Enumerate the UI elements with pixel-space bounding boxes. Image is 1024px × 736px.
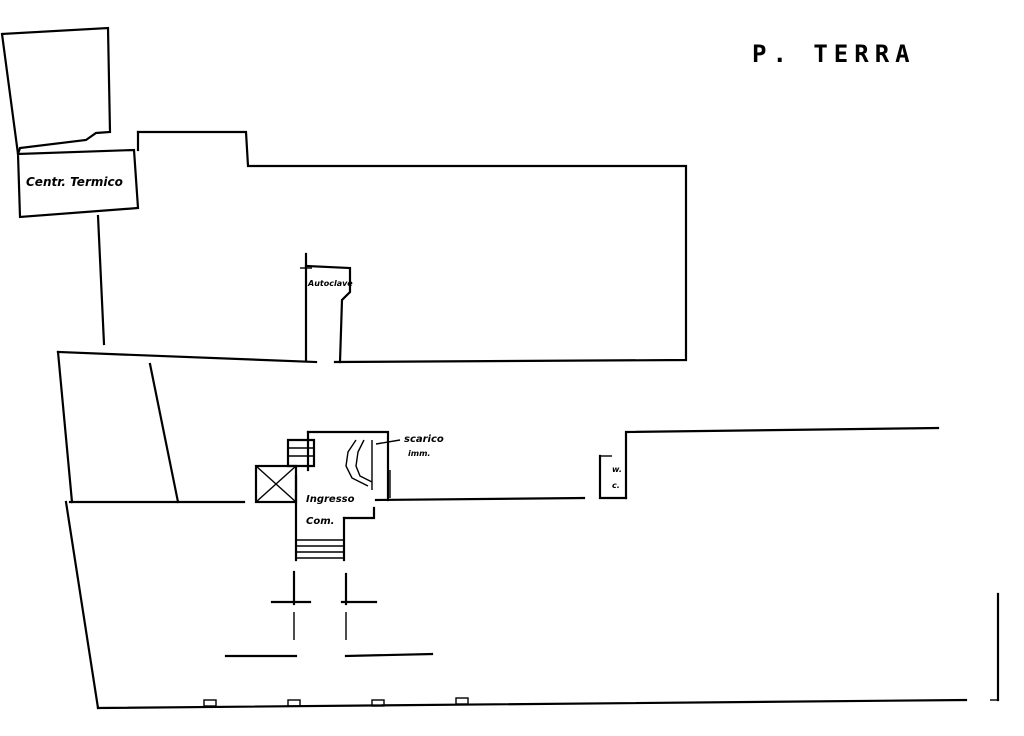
upper-wing-walls <box>56 130 688 364</box>
wc-label-2: c. <box>612 481 620 490</box>
autoclave-room: Autoclave <box>300 252 353 364</box>
centrale-termica-label: Centr. Termico <box>26 175 123 189</box>
stair-core: scarico imm. <box>254 430 444 504</box>
scarico-label-1: scarico <box>404 434 444 445</box>
ingresso-label-1: Ingresso <box>306 494 355 505</box>
ingresso-area: Ingresso Com. <box>224 474 434 658</box>
lower-wing-walls <box>64 500 1000 710</box>
wc-label-1: w. <box>612 465 622 474</box>
wc-room: w. c. <box>598 454 628 500</box>
scarico-label-2: imm. <box>408 449 430 458</box>
centrale-termica-room: Centr. Termico <box>0 26 140 219</box>
middle-section-walls <box>56 350 940 504</box>
ingresso-label-2: Com. <box>306 516 334 527</box>
plan-title: P. TERRA <box>752 40 916 68</box>
autoclave-label: Autoclave <box>307 279 353 288</box>
